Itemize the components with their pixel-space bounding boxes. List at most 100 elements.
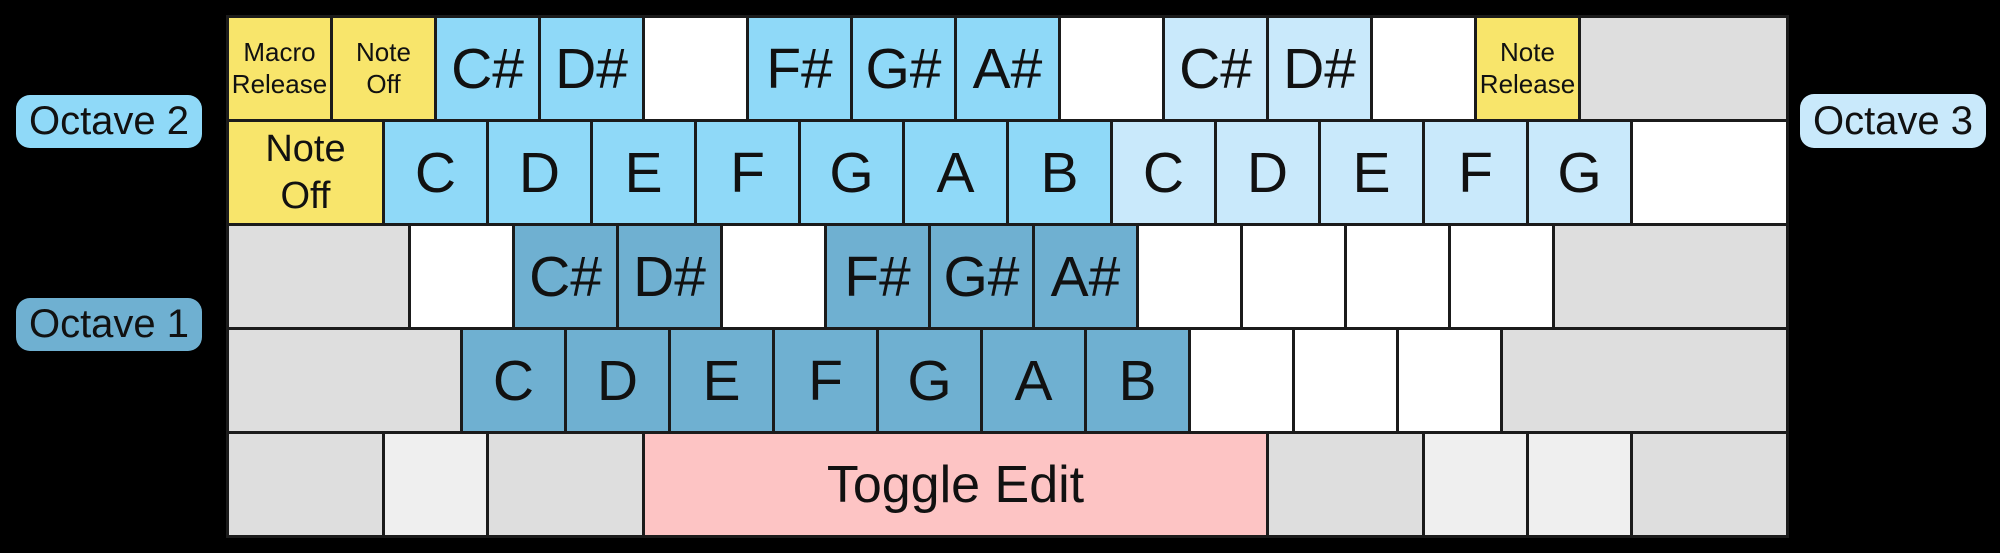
key-note-d[interactable]: D — [564, 327, 671, 434]
octave-2-label: Octave 2 — [16, 95, 202, 148]
key-note-d-sharp[interactable]: D# — [1266, 15, 1373, 122]
key-label: Toggle Edit — [826, 455, 1085, 514]
key-modifier[interactable] — [1500, 327, 1789, 434]
key-note-b[interactable]: B — [1006, 119, 1113, 226]
key-label: C# — [1179, 36, 1252, 101]
key-note-f[interactable]: F — [694, 119, 801, 226]
key-note-b[interactable]: B — [1084, 327, 1191, 434]
key-label: D — [596, 348, 639, 413]
key-label: B — [1040, 140, 1079, 205]
octave-3-label: Octave 3 — [1800, 94, 1986, 148]
key-label: D# — [633, 244, 706, 309]
key-blank[interactable] — [1188, 327, 1295, 434]
key-modifier-light[interactable] — [1422, 431, 1529, 538]
key-note-off[interactable]: Note Off — [226, 119, 385, 226]
octave-1-label: Octave 1 — [16, 298, 202, 351]
key-label: F# — [844, 244, 911, 309]
key-blank[interactable] — [642, 15, 749, 122]
key-label: G# — [943, 244, 1020, 309]
key-note-a[interactable]: A — [902, 119, 1009, 226]
key-blank[interactable] — [1136, 223, 1243, 330]
key-blank[interactable] — [1370, 15, 1477, 122]
key-note-g-sharp[interactable]: G# — [850, 15, 957, 122]
key-label: G — [907, 348, 952, 413]
key-note-e[interactable]: E — [668, 327, 775, 434]
key-note-g[interactable]: G — [798, 119, 905, 226]
key-note-e[interactable]: E — [590, 119, 697, 226]
key-note-g-sharp[interactable]: G# — [928, 223, 1035, 330]
key-toggle-edit[interactable]: Toggle Edit — [642, 431, 1269, 538]
key-note-e[interactable]: E — [1318, 119, 1425, 226]
key-note-f[interactable]: F — [772, 327, 879, 434]
key-modifier[interactable] — [1552, 223, 1789, 330]
key-note-g[interactable]: G — [1526, 119, 1633, 226]
key-label: B — [1118, 348, 1157, 413]
key-note-g[interactable]: G — [876, 327, 983, 434]
key-blank[interactable] — [408, 223, 515, 330]
key-note-release[interactable]: Note Release — [1474, 15, 1581, 122]
key-label: A — [1014, 348, 1053, 413]
key-label: A# — [1050, 244, 1121, 309]
key-label: C — [414, 140, 457, 205]
key-label: C — [492, 348, 535, 413]
key-note-a-sharp[interactable]: A# — [1032, 223, 1139, 330]
key-note-d-sharp[interactable]: D# — [616, 223, 723, 330]
key-note-c[interactable]: C — [1110, 119, 1217, 226]
key-label: A# — [972, 36, 1043, 101]
key-label: F# — [766, 36, 833, 101]
key-blank[interactable] — [1448, 223, 1555, 330]
key-blank[interactable] — [1058, 15, 1165, 122]
key-note-a-sharp[interactable]: A# — [954, 15, 1061, 122]
key-label: C# — [529, 244, 602, 309]
key-label: G — [1557, 140, 1602, 205]
key-note-d[interactable]: D — [1214, 119, 1321, 226]
key-note-c-sharp[interactable]: C# — [512, 223, 619, 330]
key-modifier[interactable] — [486, 431, 645, 538]
key-note-a[interactable]: A — [980, 327, 1087, 434]
key-note-c[interactable]: C — [460, 327, 567, 434]
key-label: D# — [1283, 36, 1356, 101]
key-label: F — [730, 140, 765, 205]
key-modifier-light[interactable] — [382, 431, 489, 538]
key-modifier-light[interactable] — [1526, 431, 1633, 538]
key-label: A — [936, 140, 975, 205]
key-label: G# — [865, 36, 942, 101]
key-blank[interactable] — [1344, 223, 1451, 330]
key-modifier[interactable] — [226, 327, 463, 434]
key-blank[interactable] — [720, 223, 827, 330]
key-note-c-sharp[interactable]: C# — [434, 15, 541, 122]
key-modifier[interactable] — [1266, 431, 1425, 538]
key-label: F — [808, 348, 843, 413]
key-label: E — [1352, 140, 1391, 205]
key-blank[interactable] — [1630, 119, 1789, 226]
key-note-f[interactable]: F — [1422, 119, 1529, 226]
key-label: Macro Release — [231, 37, 328, 99]
key-blank[interactable] — [1396, 327, 1503, 434]
key-note-off[interactable]: Note Off — [330, 15, 437, 122]
key-blank[interactable] — [1292, 327, 1399, 434]
key-macro-release[interactable]: Macro Release — [226, 15, 333, 122]
key-label: Note Release — [1479, 37, 1576, 99]
key-blank[interactable] — [1240, 223, 1347, 330]
key-note-d[interactable]: D — [486, 119, 593, 226]
key-note-d-sharp[interactable]: D# — [538, 15, 645, 122]
key-modifier[interactable] — [226, 223, 411, 330]
key-note-f-sharp[interactable]: F# — [746, 15, 853, 122]
key-label: C# — [451, 36, 524, 101]
key-label: Note Off — [356, 37, 411, 99]
key-note-c[interactable]: C — [382, 119, 489, 226]
key-label: D# — [555, 36, 628, 101]
key-note-c-sharp[interactable]: C# — [1162, 15, 1269, 122]
key-label: C — [1142, 140, 1185, 205]
key-label: D — [518, 140, 561, 205]
key-label: E — [624, 140, 663, 205]
key-modifier[interactable] — [1578, 15, 1789, 122]
key-label: E — [702, 348, 741, 413]
key-label: Note Off — [265, 128, 346, 217]
key-label: G — [829, 140, 874, 205]
key-modifier[interactable] — [1630, 431, 1789, 538]
key-modifier[interactable] — [226, 431, 385, 538]
key-note-f-sharp[interactable]: F# — [824, 223, 931, 330]
